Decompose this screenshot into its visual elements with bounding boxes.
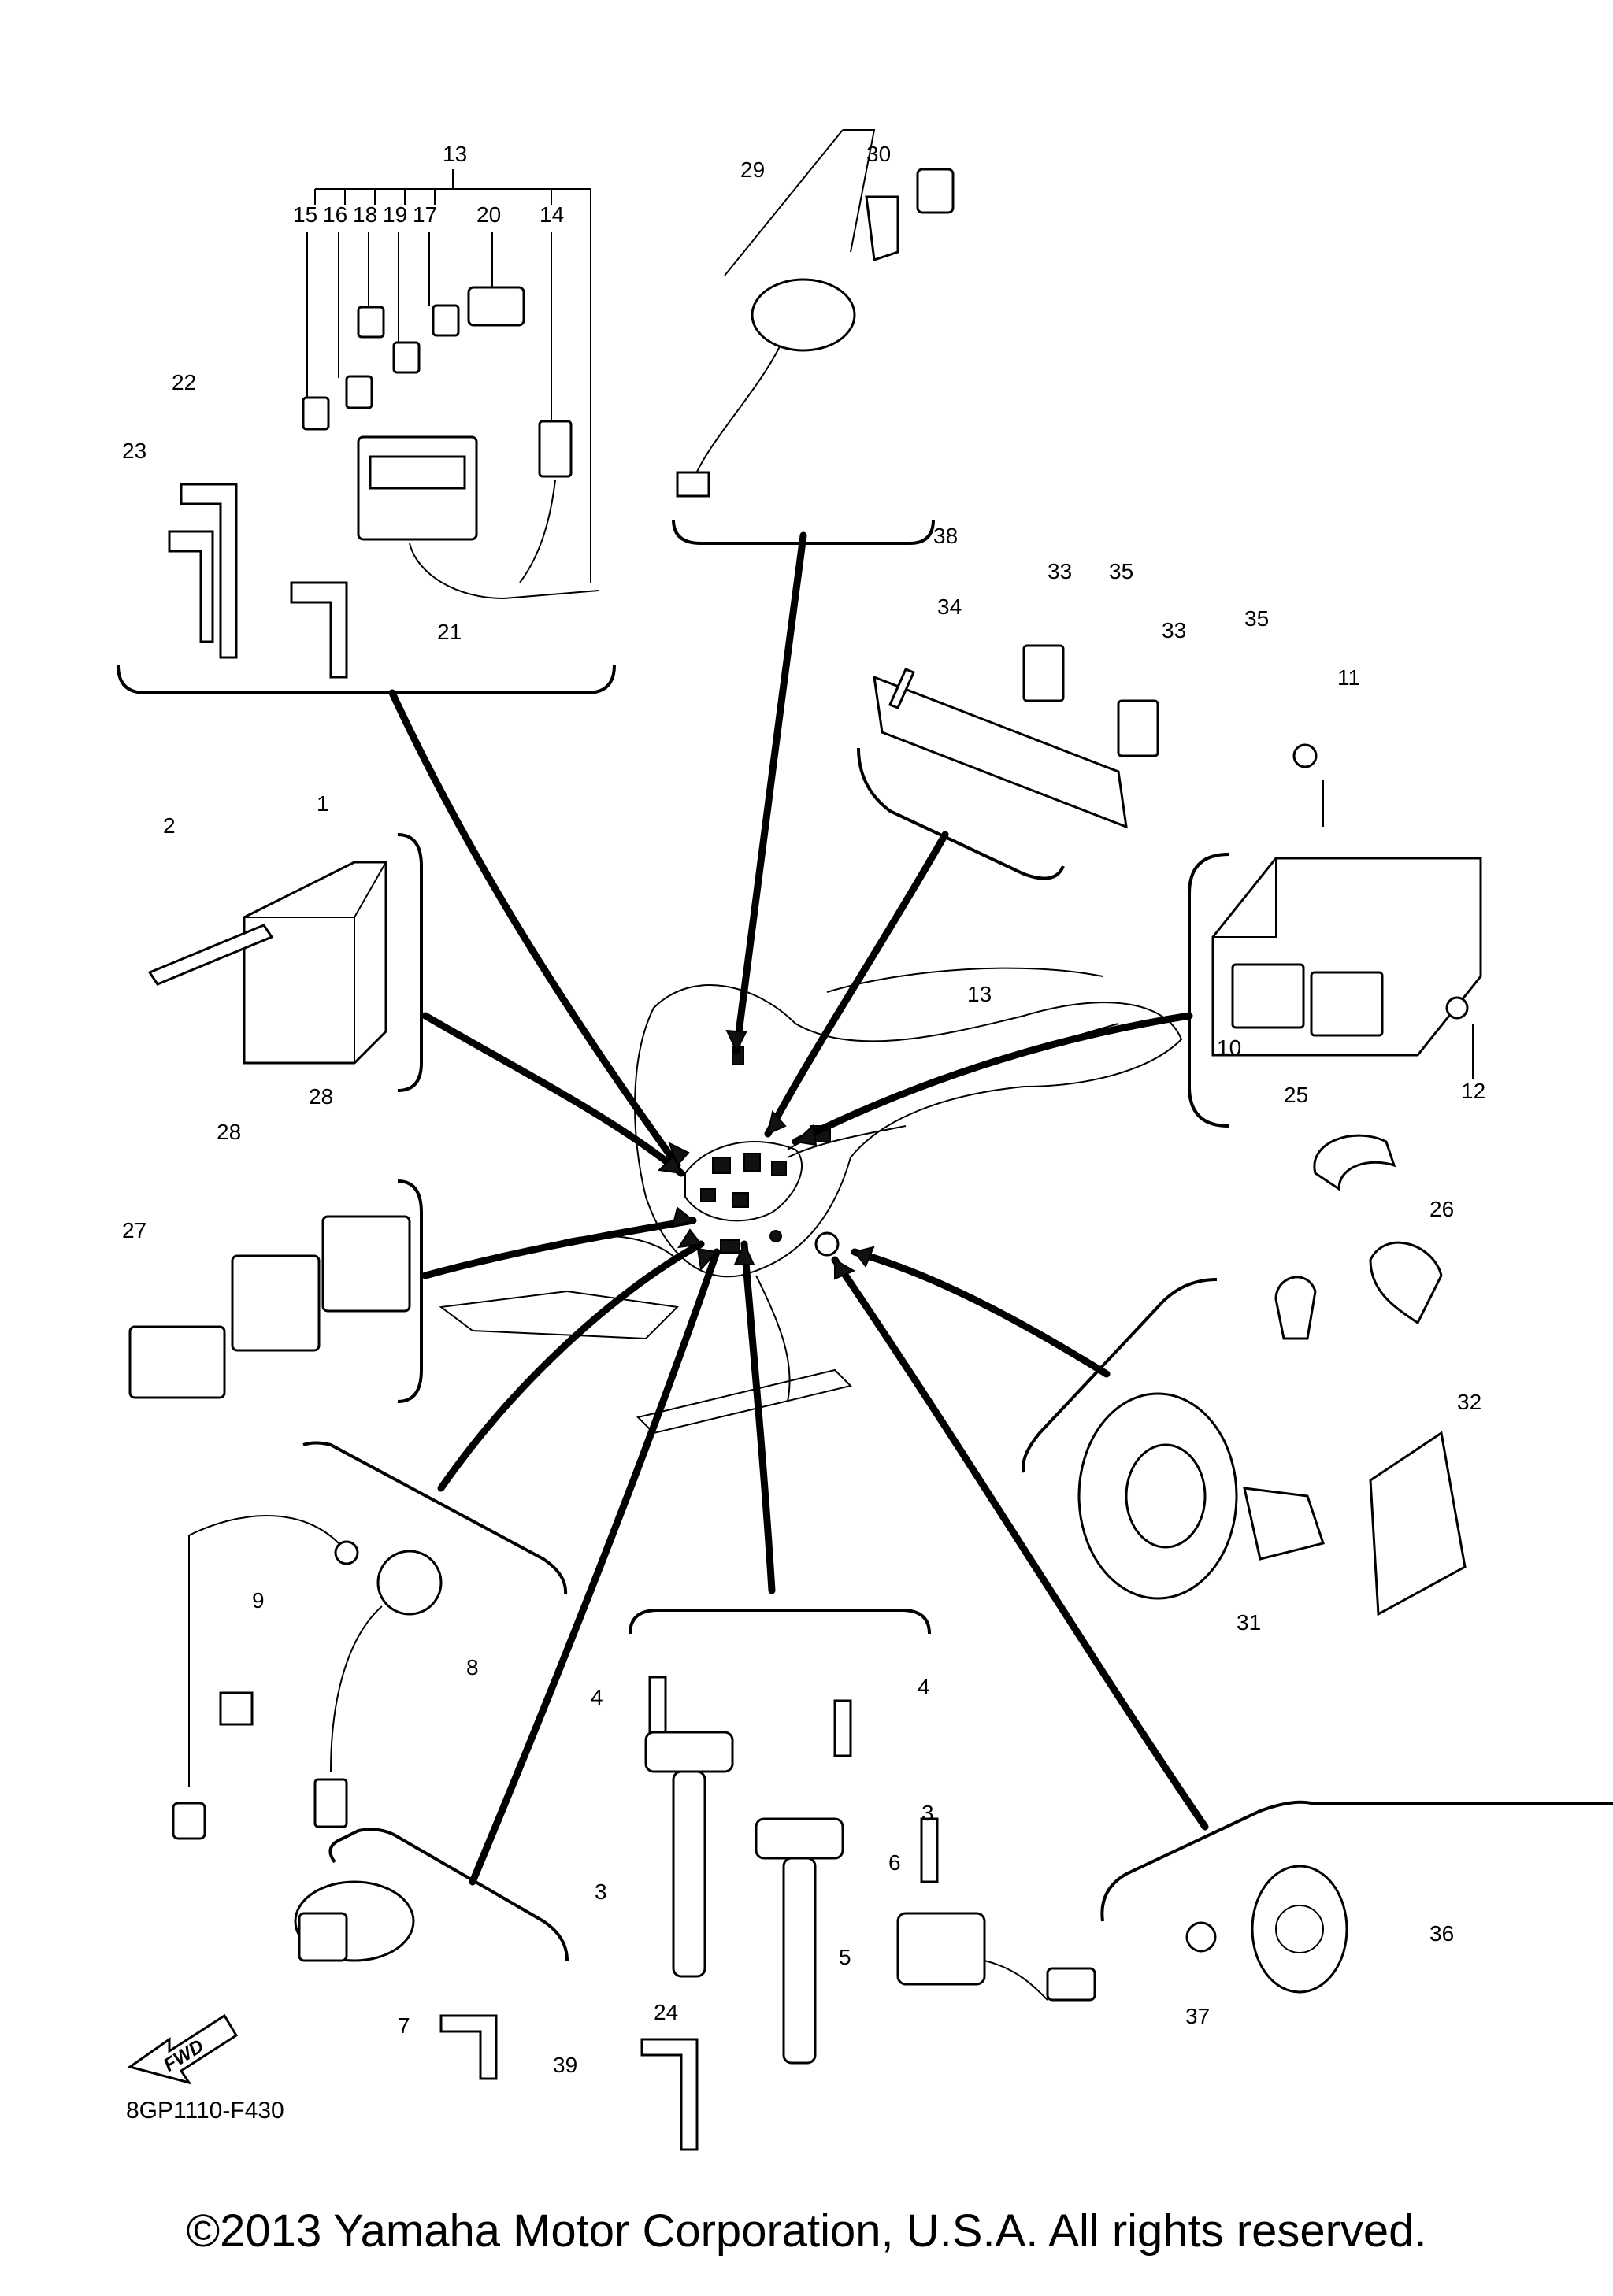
callout-34: 34 <box>937 594 962 619</box>
callout-7: 7 <box>398 2013 410 2038</box>
part-cable-ties <box>168 483 348 679</box>
part-relays <box>128 1215 411 1399</box>
part-lead-wire <box>172 1515 359 1840</box>
group-brackets <box>117 519 1613 1961</box>
callout-33a: 33 <box>1048 559 1072 583</box>
callout-12: 12 <box>1461 1079 1485 1103</box>
callout-39: 39 <box>553 2053 577 2077</box>
callout-numbers: 13 15 16 18 19 17 20 14 22 23 21 29 30 3… <box>122 142 1485 2077</box>
callout-ticks <box>306 129 1474 1079</box>
part-ignition-coils <box>644 1676 852 2065</box>
part-main-switch <box>676 168 955 498</box>
callout-1: 1 <box>317 791 329 816</box>
callout-6: 6 <box>888 1850 901 1875</box>
callout-27: 27 <box>122 1218 146 1242</box>
callout-20: 20 <box>476 202 501 227</box>
part-speed-sensor <box>1185 1865 1348 1994</box>
part-rectifier-regulator <box>1211 743 1482 1191</box>
callout-11: 11 <box>1337 665 1360 690</box>
leader-lines <box>388 531 1209 1886</box>
callout-24: 24 <box>654 2000 678 2024</box>
callout-36: 36 <box>1429 1921 1454 1946</box>
callout-37: 37 <box>1185 2004 1210 2028</box>
callout-9: 9 <box>252 1588 265 1613</box>
callout-26: 26 <box>1429 1197 1454 1221</box>
callout-28a: 28 <box>217 1120 241 1144</box>
callout-8: 8 <box>466 1655 479 1679</box>
callout-17: 17 <box>413 202 437 227</box>
callout-38: 38 <box>933 524 958 548</box>
callout-4a: 4 <box>591 1685 603 1709</box>
callout-15: 15 <box>293 202 317 227</box>
part-knock-sensor <box>313 1550 443 1828</box>
callout-25: 25 <box>1284 1083 1308 1107</box>
callout-13b: 13 <box>967 982 992 1006</box>
part-crank-sensor <box>1077 1241 1467 1616</box>
callout-5: 5 <box>839 1945 851 1969</box>
callout-18: 18 <box>353 202 377 227</box>
callout-4b: 4 <box>918 1675 930 1699</box>
part-pressure-sensor <box>294 1880 498 2080</box>
fwd-arrow: FWD <box>127 2013 239 2085</box>
callout-28b: 28 <box>309 1084 333 1109</box>
wire-harness <box>684 1023 1119 1257</box>
callout-3b: 3 <box>921 1801 934 1825</box>
callout-21: 21 <box>437 620 462 644</box>
callout-19: 19 <box>383 202 407 227</box>
part-fuse-box <box>302 286 599 600</box>
diagram-code: 8GP1110-F430 <box>126 2098 284 2124</box>
part-relay-bracket <box>873 644 1159 829</box>
callout-35a: 35 <box>1109 559 1133 583</box>
callout-33b: 33 <box>1162 618 1186 643</box>
callout-14: 14 <box>540 202 564 227</box>
callout-16: 16 <box>323 202 347 227</box>
callout-22: 22 <box>172 370 196 394</box>
callout-29: 29 <box>740 157 765 182</box>
callout-35b: 35 <box>1244 606 1269 631</box>
part-cam-sensor <box>640 1817 1096 2151</box>
callout-10: 10 <box>1217 1035 1241 1060</box>
callout-2: 2 <box>163 813 176 838</box>
callout-31: 31 <box>1237 1610 1261 1635</box>
callout-13: 13 <box>443 142 467 166</box>
part-ecu <box>147 861 387 1065</box>
callout-3a: 3 <box>595 1879 607 1904</box>
callout-23: 23 <box>122 439 146 463</box>
copyright-notice: ©2013 Yamaha Motor Corporation, U.S.A. A… <box>186 2205 1427 2257</box>
callout-32: 32 <box>1457 1390 1481 1414</box>
